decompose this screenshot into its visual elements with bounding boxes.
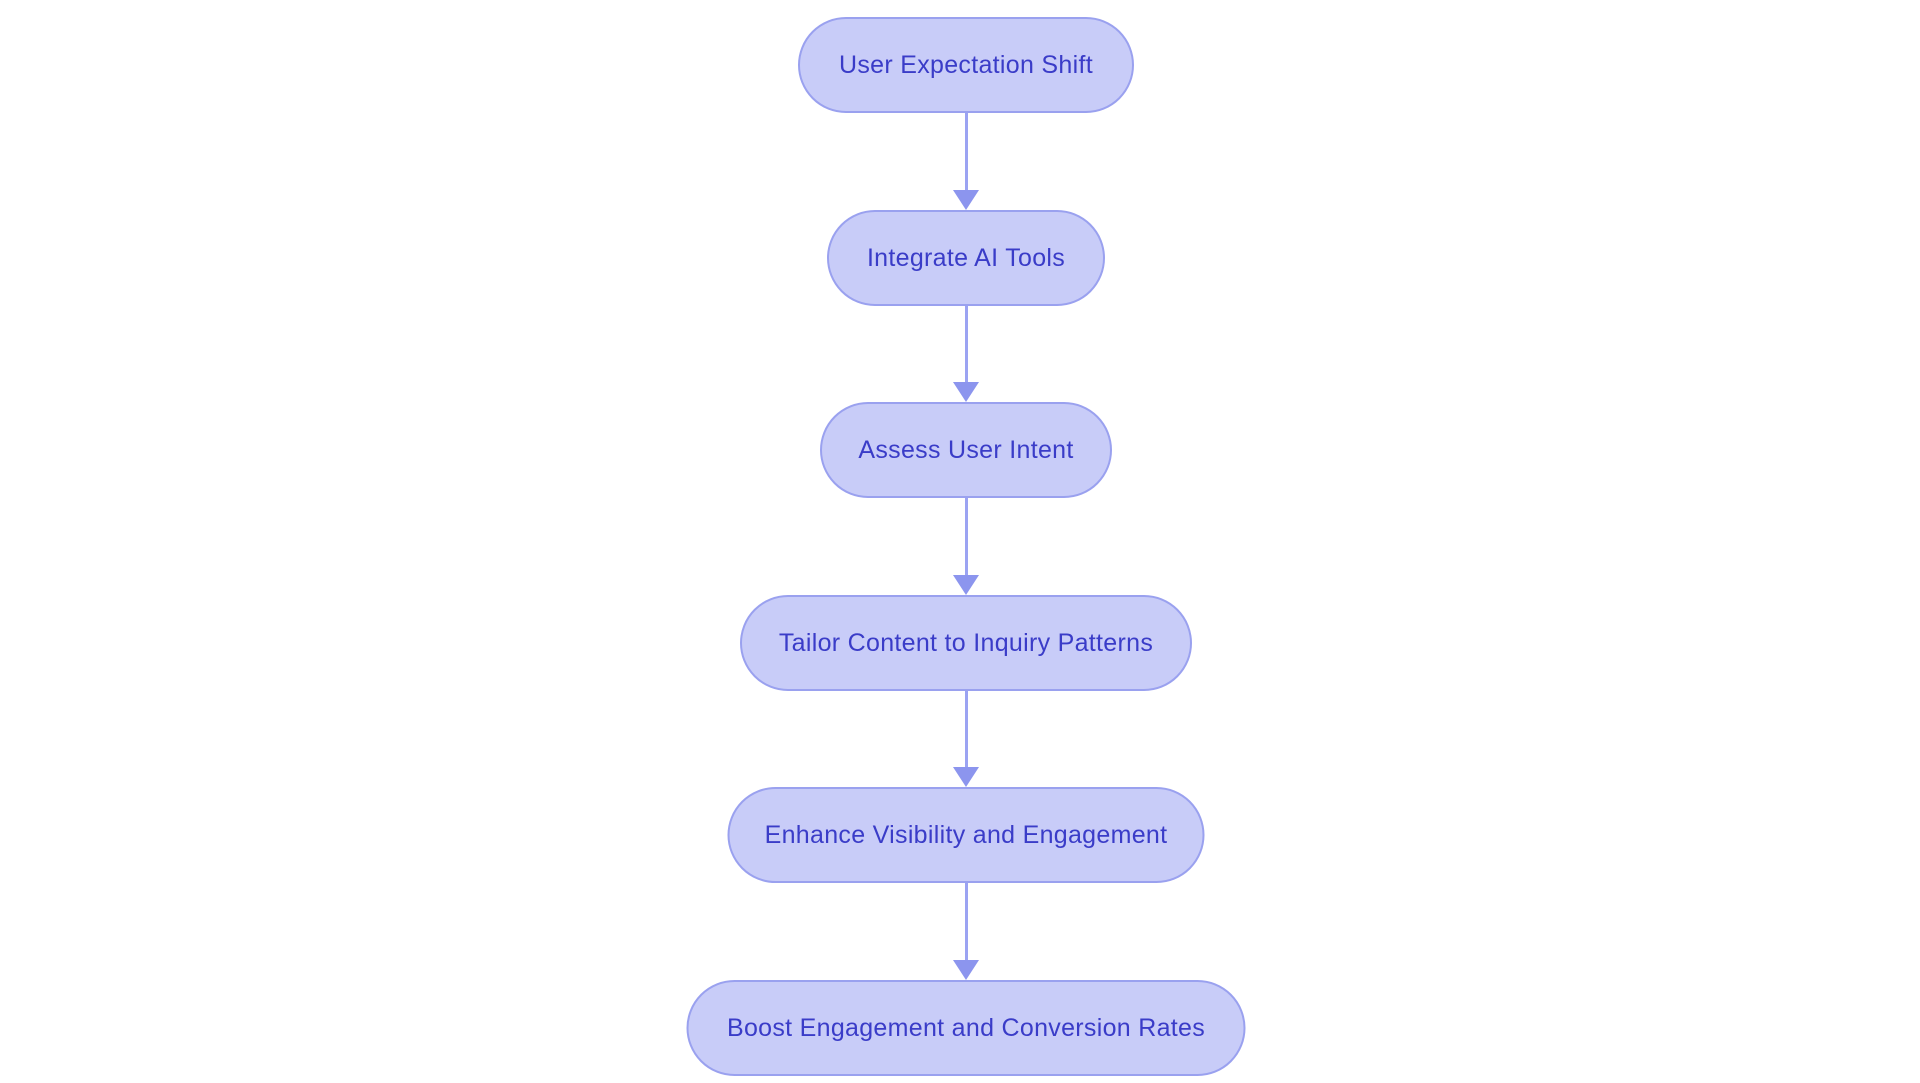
arrow-down-icon (953, 767, 979, 787)
flow-node-integrate-ai-tools: Integrate AI Tools (827, 210, 1105, 306)
flow-arrow (952, 498, 980, 595)
flow-node-enhance-visibility: Enhance Visibility and Engagement (727, 787, 1205, 883)
arrow-down-icon (953, 575, 979, 595)
flow-node-boost-conversion: Boost Engagement and Conversion Rates (686, 980, 1246, 1076)
flow-node-label: Integrate AI Tools (866, 243, 1066, 272)
arrow-shaft (964, 691, 968, 767)
flow-node-label: Assess User Intent (858, 435, 1074, 464)
flow-node-label: Enhance Visibility and Engagement (764, 820, 1168, 849)
arrow-down-icon (953, 190, 979, 210)
flow-node-assess-user-intent: Assess User Intent (820, 402, 1112, 498)
arrow-down-icon (953, 960, 979, 980)
flow-node-label: Tailor Content to Inquiry Patterns (778, 628, 1154, 657)
flow-node-tailor-content: Tailor Content to Inquiry Patterns (740, 595, 1192, 691)
arrow-down-icon (953, 382, 979, 402)
flow-node-user-expectation-shift: User Expectation Shift (798, 17, 1134, 113)
arrow-shaft (964, 306, 968, 382)
flow-node-label: Boost Engagement and Conversion Rates (726, 1013, 1206, 1042)
flow-arrow (952, 883, 980, 980)
flow-arrow (952, 113, 980, 210)
flow-arrow (952, 306, 980, 402)
flow-node-label: User Expectation Shift (839, 50, 1093, 79)
arrow-shaft (964, 113, 968, 190)
arrow-shaft (964, 883, 968, 960)
arrow-shaft (964, 498, 968, 575)
flow-arrow (952, 691, 980, 787)
